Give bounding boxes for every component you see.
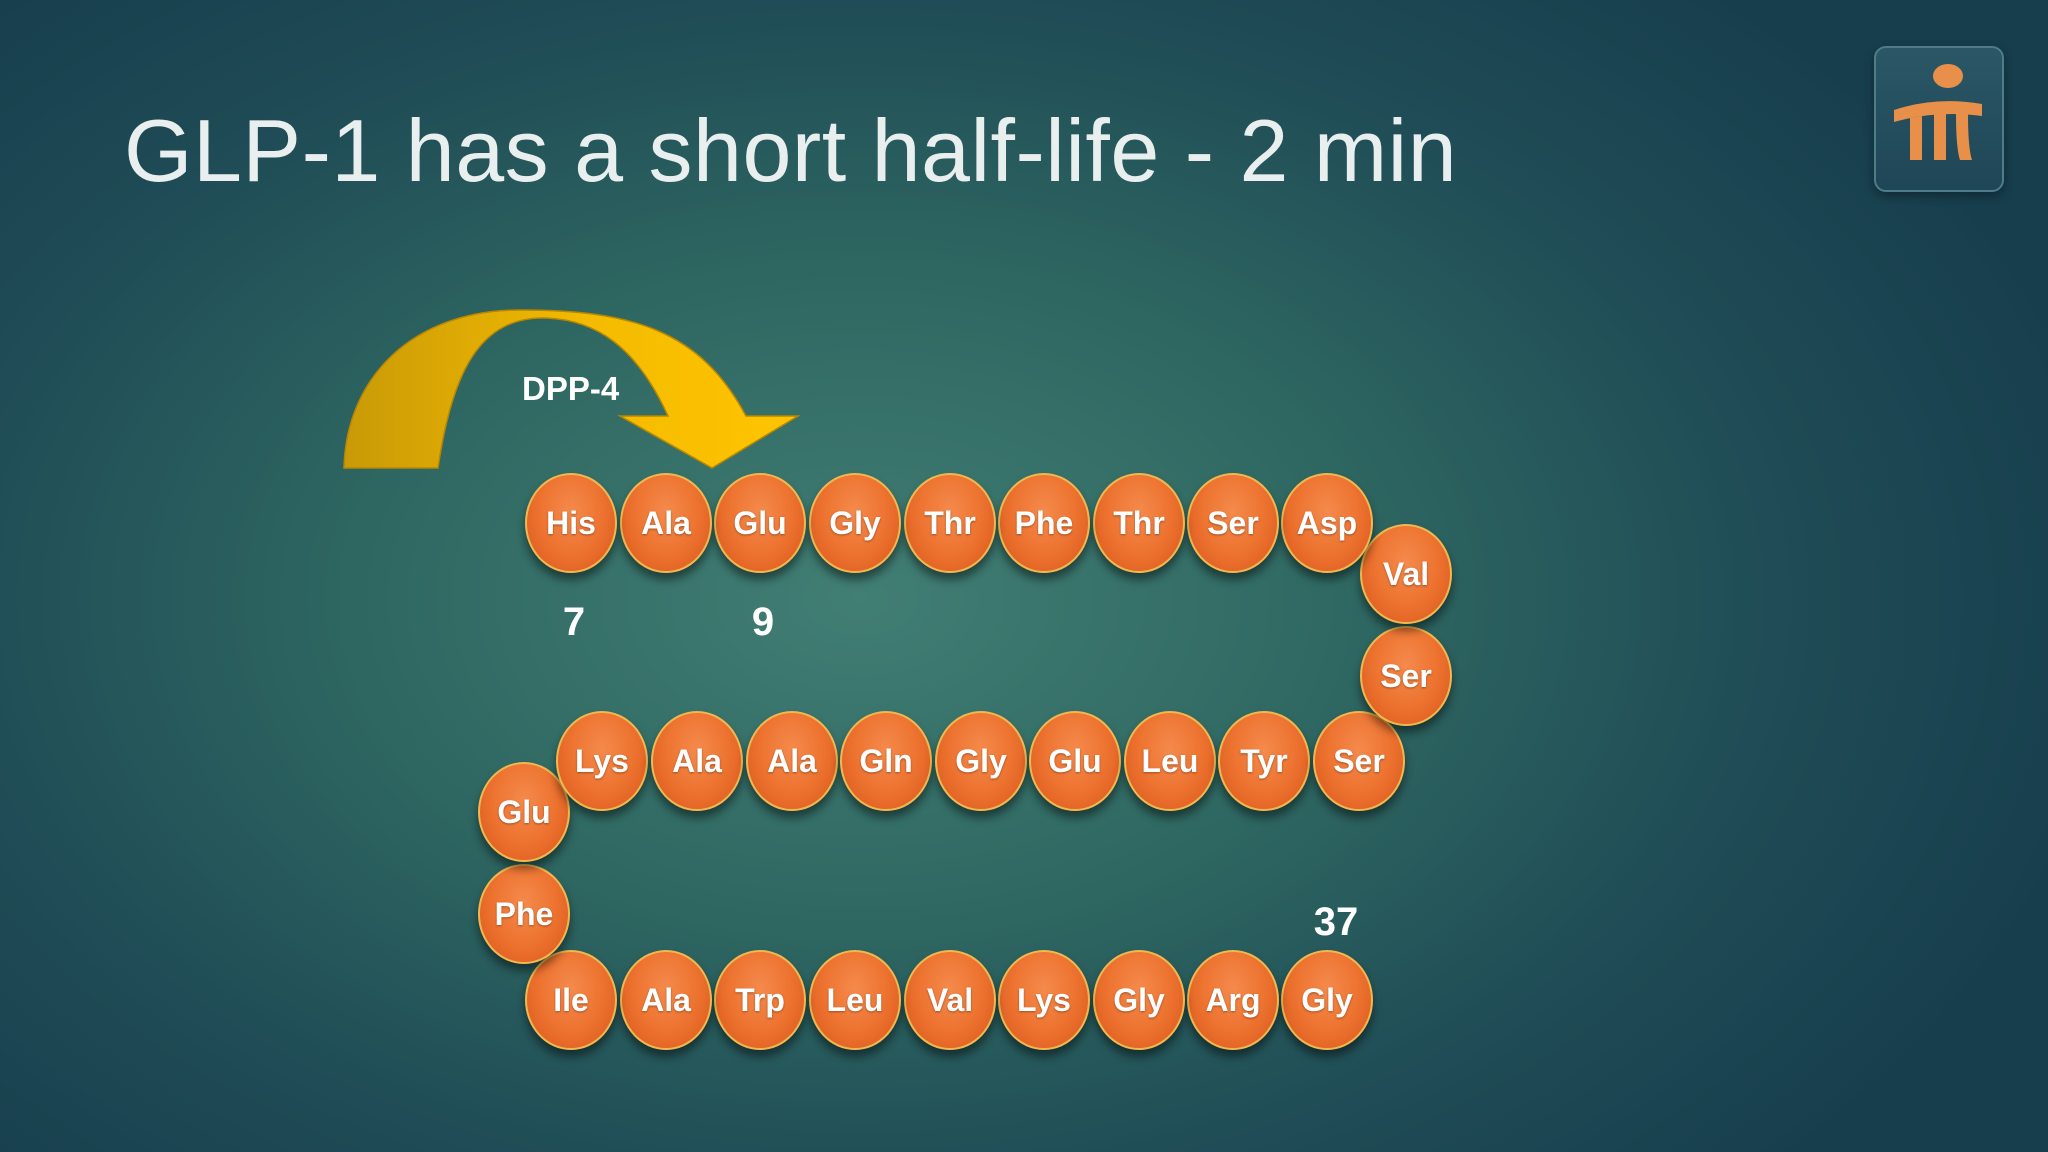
residue-bead: His	[525, 473, 617, 573]
residue-bead: Arg	[1187, 950, 1279, 1050]
residue-bead: Ser	[1187, 473, 1279, 573]
residue-bead: Glu	[1029, 711, 1121, 811]
residue-position-label: 9	[751, 600, 775, 644]
residue-bead: Ala	[651, 711, 743, 811]
residue-bead: Ala	[746, 711, 838, 811]
residue-bead: Ser	[1313, 711, 1405, 811]
residue-bead: Asp	[1281, 473, 1373, 573]
residue-bead: Ala	[620, 950, 712, 1050]
residue-bead: Gln	[840, 711, 932, 811]
residue-bead: Gly	[1281, 950, 1373, 1050]
residue-bead: Ala	[620, 473, 712, 573]
residue-bead: Tyr	[1218, 711, 1310, 811]
residue-bead: Val	[904, 950, 996, 1050]
residue-bead: Lys	[556, 711, 648, 811]
residue-bead: Ser	[1360, 626, 1452, 726]
residue-bead: Thr	[1093, 473, 1185, 573]
residue-bead: Thr	[904, 473, 996, 573]
enzyme-label: DPP-4	[522, 370, 620, 407]
residue-bead: Glu	[714, 473, 806, 573]
slide-title: GLP-1 has a short half-life - 2 min	[124, 101, 1458, 200]
residue-bead: Phe	[998, 473, 1090, 573]
residue-bead: Leu	[809, 950, 901, 1050]
residue-bead: Leu	[1124, 711, 1216, 811]
residue-position-label: 7	[562, 600, 586, 644]
residue-bead: Gly	[1093, 950, 1185, 1050]
residue-bead: Gly	[809, 473, 901, 573]
residue-bead: Ile	[525, 950, 617, 1050]
residue-bead: Trp	[714, 950, 806, 1050]
residue-bead: Phe	[478, 864, 570, 964]
residue-bead: Lys	[998, 950, 1090, 1050]
residue-bead: Gly	[935, 711, 1027, 811]
logo-icon	[1874, 46, 2004, 192]
residue-bead: Val	[1360, 524, 1452, 624]
residue-bead: Glu	[478, 762, 570, 862]
residue-position-label: 37	[1313, 900, 1359, 944]
